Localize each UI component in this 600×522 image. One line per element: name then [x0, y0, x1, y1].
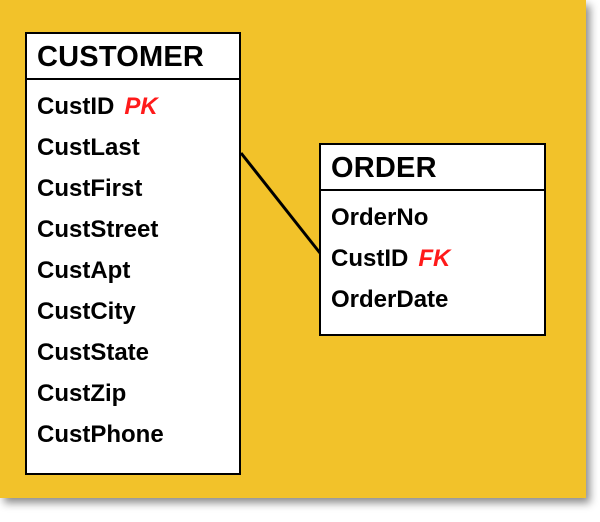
attribute-custzip: CustZip — [37, 373, 239, 414]
attribute-name: CustStreet — [37, 216, 159, 243]
attribute-name: CustID — [37, 93, 115, 120]
customer-order-connector — [239, 152, 322, 254]
attribute-name: CustCity — [37, 298, 136, 325]
attribute-name: CustPhone — [37, 421, 164, 448]
order-entity-title: ORDER — [321, 145, 544, 191]
attribute-name: OrderNo — [331, 204, 429, 231]
attribute-custfirst: CustFirst — [37, 168, 239, 209]
attribute-orderno: OrderNo — [331, 197, 544, 238]
attribute-name: CustState — [37, 339, 150, 366]
attribute-name: OrderDate — [331, 286, 449, 313]
primary-key-label: PK — [124, 93, 158, 120]
attribute-custstate: CustState — [37, 332, 239, 373]
customer-attribute-list: CustID PK CustLast CustFirst CustStreet C… — [27, 80, 239, 455]
attribute-name: CustApt — [37, 257, 131, 284]
attribute-custid: CustID PK — [37, 86, 239, 127]
order-attribute-list: OrderNo CustID FK OrderDate — [321, 191, 544, 320]
attribute-custstreet: CustStreet — [37, 209, 239, 250]
attribute-orderdate: OrderDate — [331, 279, 544, 320]
order-entity: ORDER OrderNo CustID FK OrderDate — [319, 143, 546, 336]
customer-entity: CUSTOMER CustID PK CustLast CustFirst Cus… — [25, 32, 241, 475]
attribute-custlast: CustLast — [37, 127, 239, 168]
attribute-custapt: CustApt — [37, 250, 239, 291]
customer-entity-title: CUSTOMER — [27, 34, 239, 80]
attribute-name: CustID — [331, 245, 409, 272]
foreign-key-label: FK — [418, 245, 451, 272]
attribute-custid-fk: CustID FK — [331, 238, 544, 279]
diagram-canvas: CUSTOMER CustID PK CustLast CustFirst Cus… — [0, 0, 586, 498]
attribute-name: CustLast — [37, 134, 140, 161]
attribute-name: CustZip — [37, 380, 127, 407]
attribute-custcity: CustCity — [37, 291, 239, 332]
attribute-custphone: CustPhone — [37, 414, 239, 455]
attribute-name: CustFirst — [37, 175, 143, 202]
